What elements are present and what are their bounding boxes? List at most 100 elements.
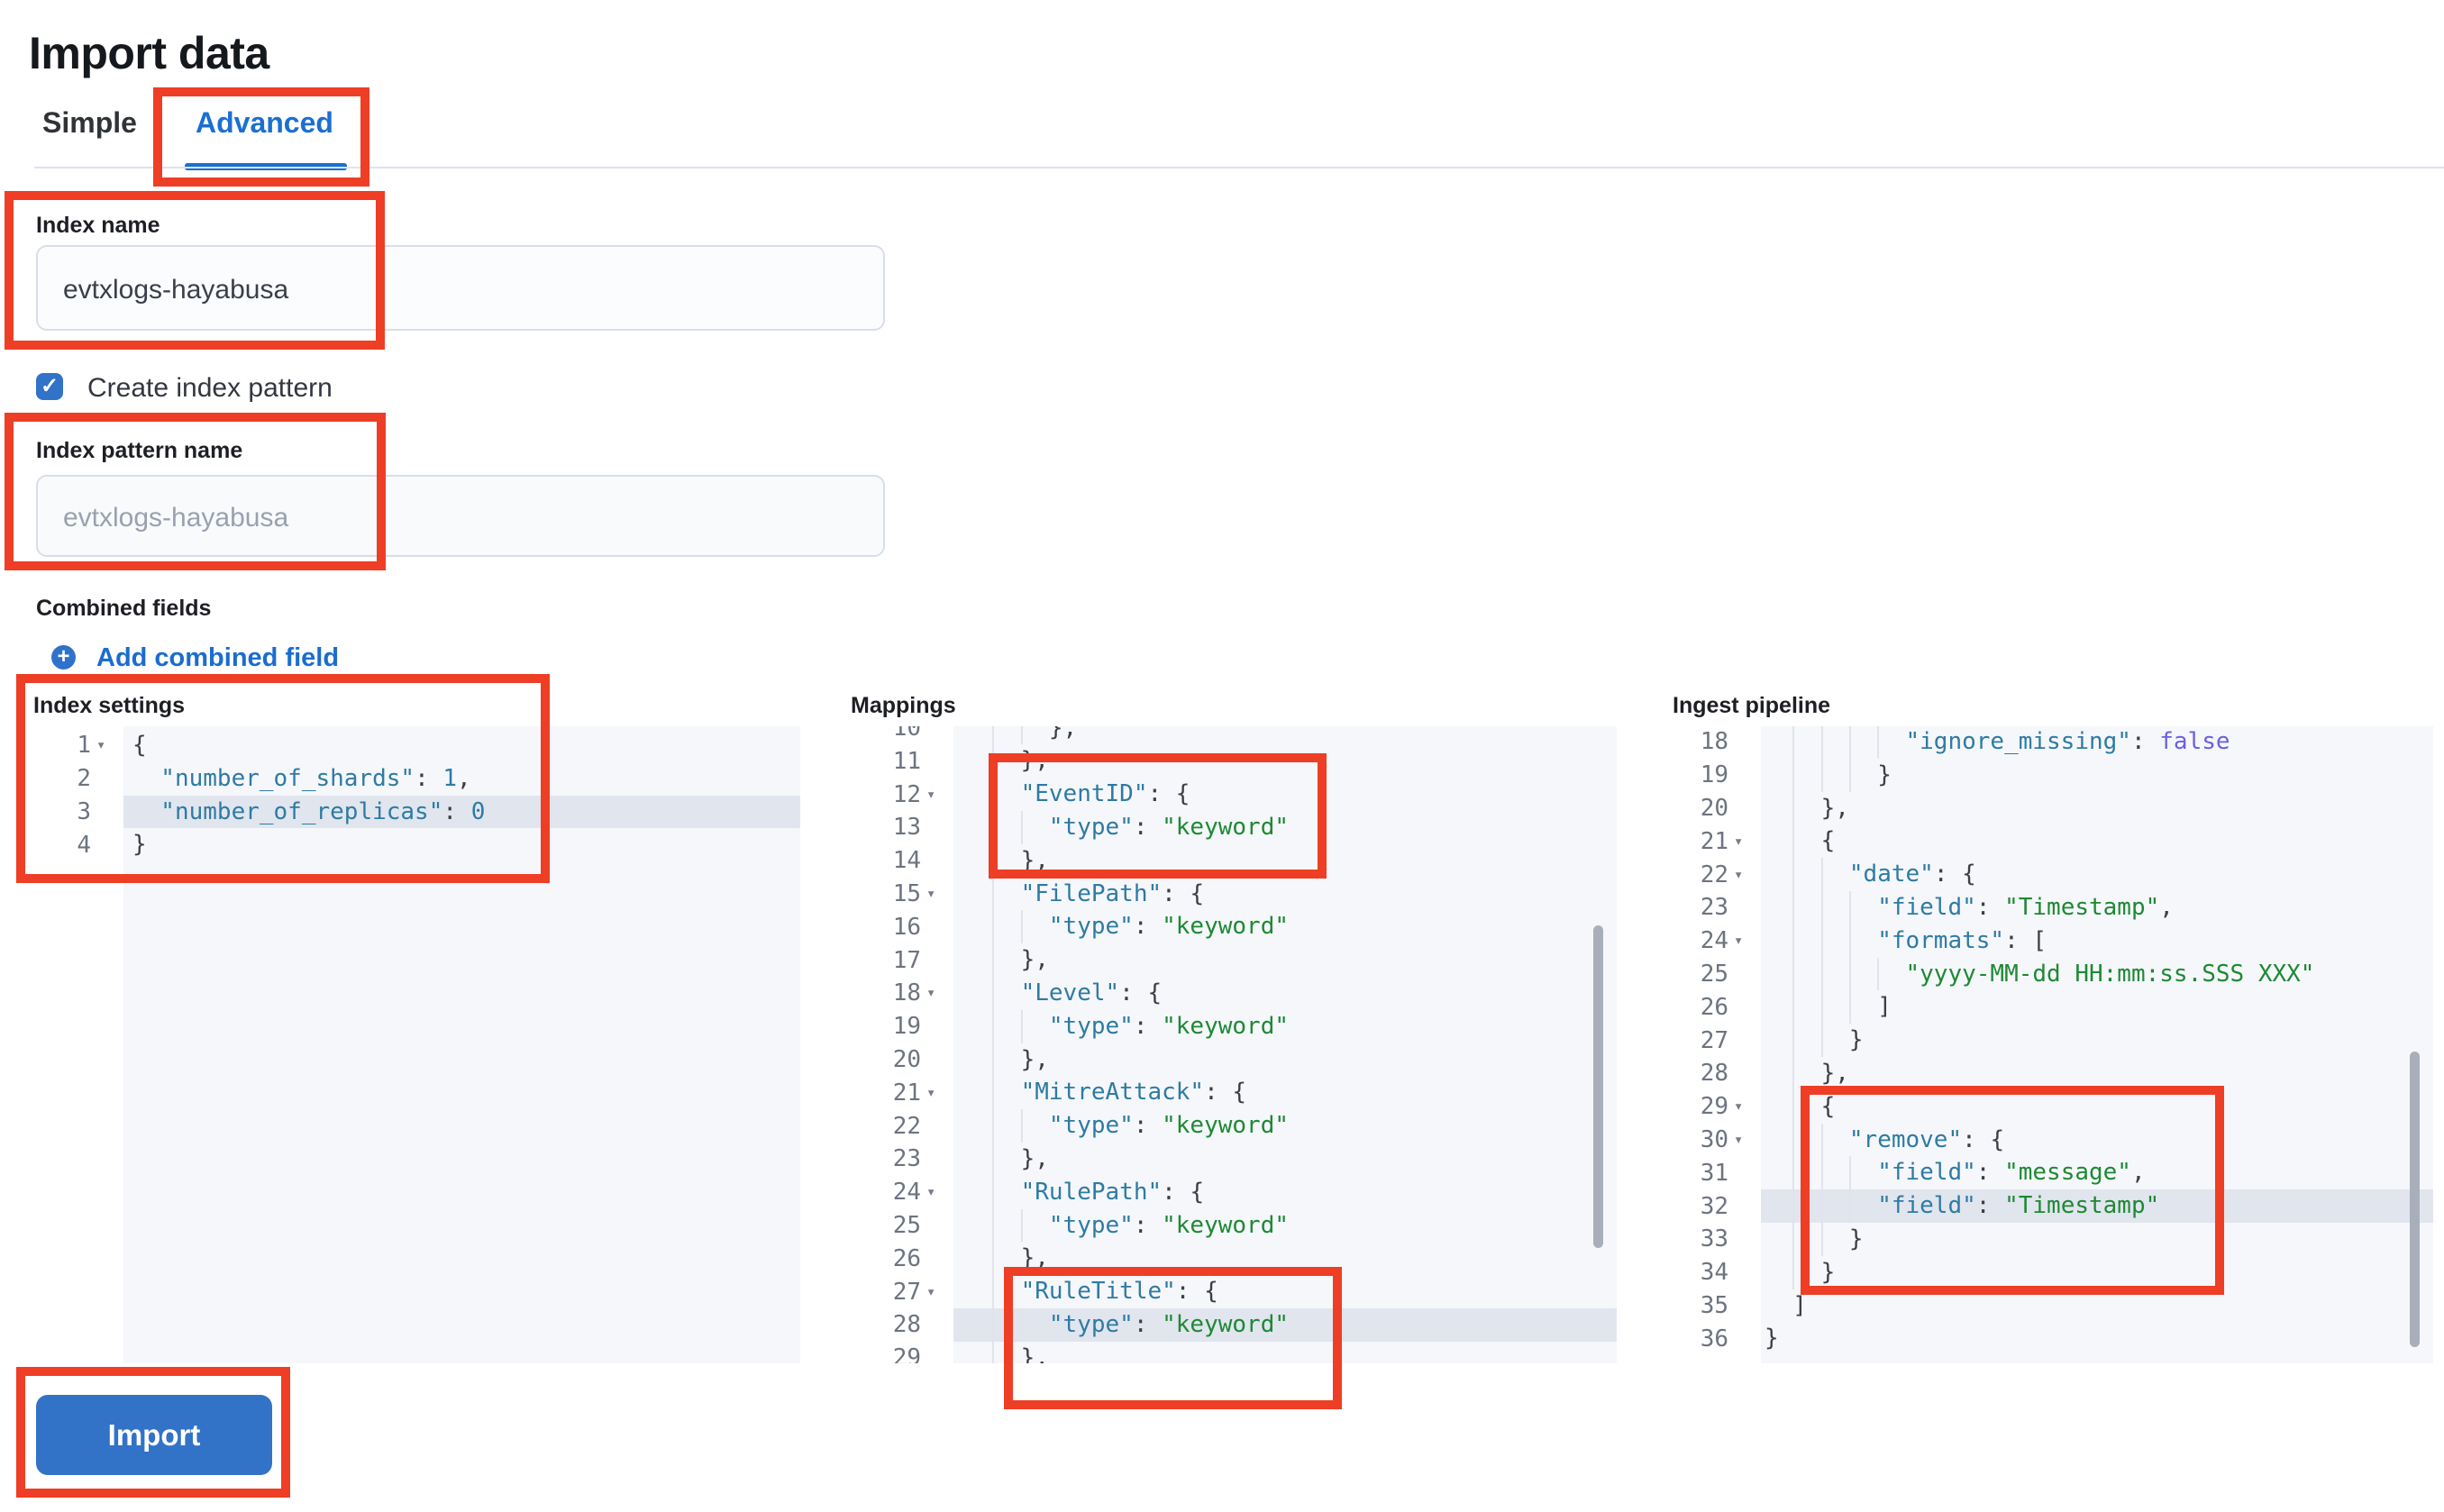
indent-guide: [992, 1009, 995, 1043]
indent-guide: [1792, 1223, 1795, 1256]
ingest-pipeline-label: Ingest pipeline: [1673, 693, 1831, 718]
add-combined-field-link[interactable]: Add combined field: [96, 643, 340, 672]
code-line: "formats": [: [1877, 926, 2047, 954]
code-line: "MitreAttack": {: [1020, 1079, 1247, 1107]
indent-guide: [1792, 1057, 1795, 1090]
indent-guide: [992, 1076, 995, 1110]
line-number: 21▾: [851, 1076, 946, 1109]
code-line: }: [132, 831, 147, 859]
indent-guide: [1820, 891, 1823, 925]
fold-arrow-icon[interactable]: ▾: [926, 1083, 936, 1102]
index-name-input[interactable]: evtxlogs-hayabusa: [36, 245, 885, 331]
index-pattern-name-input[interactable]: evtxlogs-hayabusa: [36, 475, 885, 557]
code-line: }: [1848, 1026, 1864, 1054]
fold-arrow-icon[interactable]: ▾: [1734, 1098, 1744, 1116]
line-number: 33: [1700, 1225, 1728, 1253]
indent-guide: [1792, 1089, 1795, 1124]
line-number: 23: [892, 1145, 921, 1173]
indent-guide: [1848, 1156, 1851, 1190]
code-line: },: [1020, 946, 1049, 974]
indent-guide: [1820, 990, 1823, 1025]
indent-guide: [1020, 811, 1023, 844]
code-line: "EventID": {: [1020, 780, 1190, 808]
indent-guide: [1792, 824, 1795, 859]
code-line: {: [1820, 827, 1836, 855]
fold-arrow-icon[interactable]: ▾: [926, 984, 936, 1003]
indent-guide: [1792, 891, 1795, 925]
code-line: {: [132, 732, 147, 759]
fold-arrow-icon[interactable]: ▾: [926, 1282, 936, 1301]
line-number: 15▾: [851, 878, 946, 911]
mappings-scrollbar[interactable]: [1593, 925, 1603, 1248]
indent-guide: [992, 1208, 995, 1243]
line-number: 28: [892, 1311, 921, 1339]
line-number: 32: [1700, 1192, 1728, 1220]
indent-guide: [992, 1043, 995, 1077]
line-number: 25: [1700, 960, 1728, 988]
line-number: 36: [1700, 1325, 1728, 1353]
code-line: "field": "Timestamp",: [1877, 894, 2174, 921]
code-line: "type": "keyword": [1048, 1012, 1290, 1040]
indent-guide: [992, 843, 995, 878]
fold-arrow-icon[interactable]: ▾: [1734, 865, 1744, 884]
indent-guide: [1820, 1189, 1823, 1223]
code-line: },: [1820, 1060, 1849, 1087]
code-line: },: [1020, 1343, 1049, 1363]
code-line: },: [1020, 1145, 1049, 1172]
mappings-label: Mappings: [851, 693, 956, 718]
code-line: "type": "keyword": [1048, 1311, 1290, 1338]
import-button[interactable]: Import: [36, 1395, 272, 1475]
indent-guide: [1792, 1123, 1795, 1157]
line-number: 2: [77, 765, 91, 793]
indent-guide: [1848, 924, 1851, 958]
index-name-value: evtxlogs-hayabusa: [63, 275, 289, 305]
active-line-highlight: [851, 1308, 1617, 1342]
line-number: 20: [892, 1045, 921, 1073]
ingest-pipeline-scrollbar[interactable]: [2410, 1052, 2420, 1347]
indent-guide: [1792, 957, 1795, 991]
indent-guide: [1792, 924, 1795, 958]
fold-arrow-icon[interactable]: ▾: [96, 736, 106, 755]
create-index-pattern-label[interactable]: Create index pattern: [87, 373, 333, 403]
indent-guide: [992, 1275, 995, 1308]
line-number: 23: [1700, 894, 1728, 922]
line-number: 10: [892, 726, 921, 742]
fold-arrow-icon[interactable]: ▾: [1734, 832, 1744, 851]
code-line: "Level": {: [1020, 979, 1163, 1006]
fold-arrow-icon[interactable]: ▾: [926, 884, 936, 903]
indent-guide: [992, 1242, 995, 1276]
indent-guide: [992, 1308, 995, 1342]
line-number: 27▾: [851, 1275, 946, 1308]
code-line: "type": "keyword": [1048, 913, 1290, 941]
add-icon[interactable]: +: [51, 645, 76, 669]
code-line: {: [1820, 1092, 1836, 1120]
code-line: "number_of_shards": 1,: [160, 764, 471, 792]
tab-simple[interactable]: Simple: [42, 106, 137, 139]
fold-arrow-icon[interactable]: ▾: [926, 1183, 936, 1202]
line-number: 21▾: [1673, 824, 1754, 858]
indent-guide: [992, 977, 995, 1010]
code-line: "remove": {: [1848, 1125, 2005, 1153]
indent-guide: [1820, 1223, 1823, 1256]
indent-guide: [1820, 957, 1823, 991]
fold-arrow-icon[interactable]: ▾: [1734, 932, 1744, 951]
fold-arrow-icon[interactable]: ▾: [926, 785, 936, 804]
code-line: "RuleTitle": {: [1020, 1278, 1218, 1306]
fold-arrow-icon[interactable]: ▾: [1734, 1130, 1744, 1149]
create-index-pattern-checkbox[interactable]: ✓: [36, 373, 63, 400]
active-line-highlight: [1673, 1189, 2433, 1223]
line-number: 29: [892, 1344, 921, 1363]
indent-guide: [992, 943, 995, 977]
line-number: 11: [892, 747, 921, 775]
indent-guide: [1020, 1208, 1023, 1243]
indent-guide: [1820, 1123, 1823, 1157]
line-number: 22▾: [1673, 858, 1754, 891]
tab-advanced[interactable]: Advanced: [196, 106, 333, 139]
indent-guide: [992, 1109, 995, 1143]
tabs-divider: [34, 167, 2444, 169]
